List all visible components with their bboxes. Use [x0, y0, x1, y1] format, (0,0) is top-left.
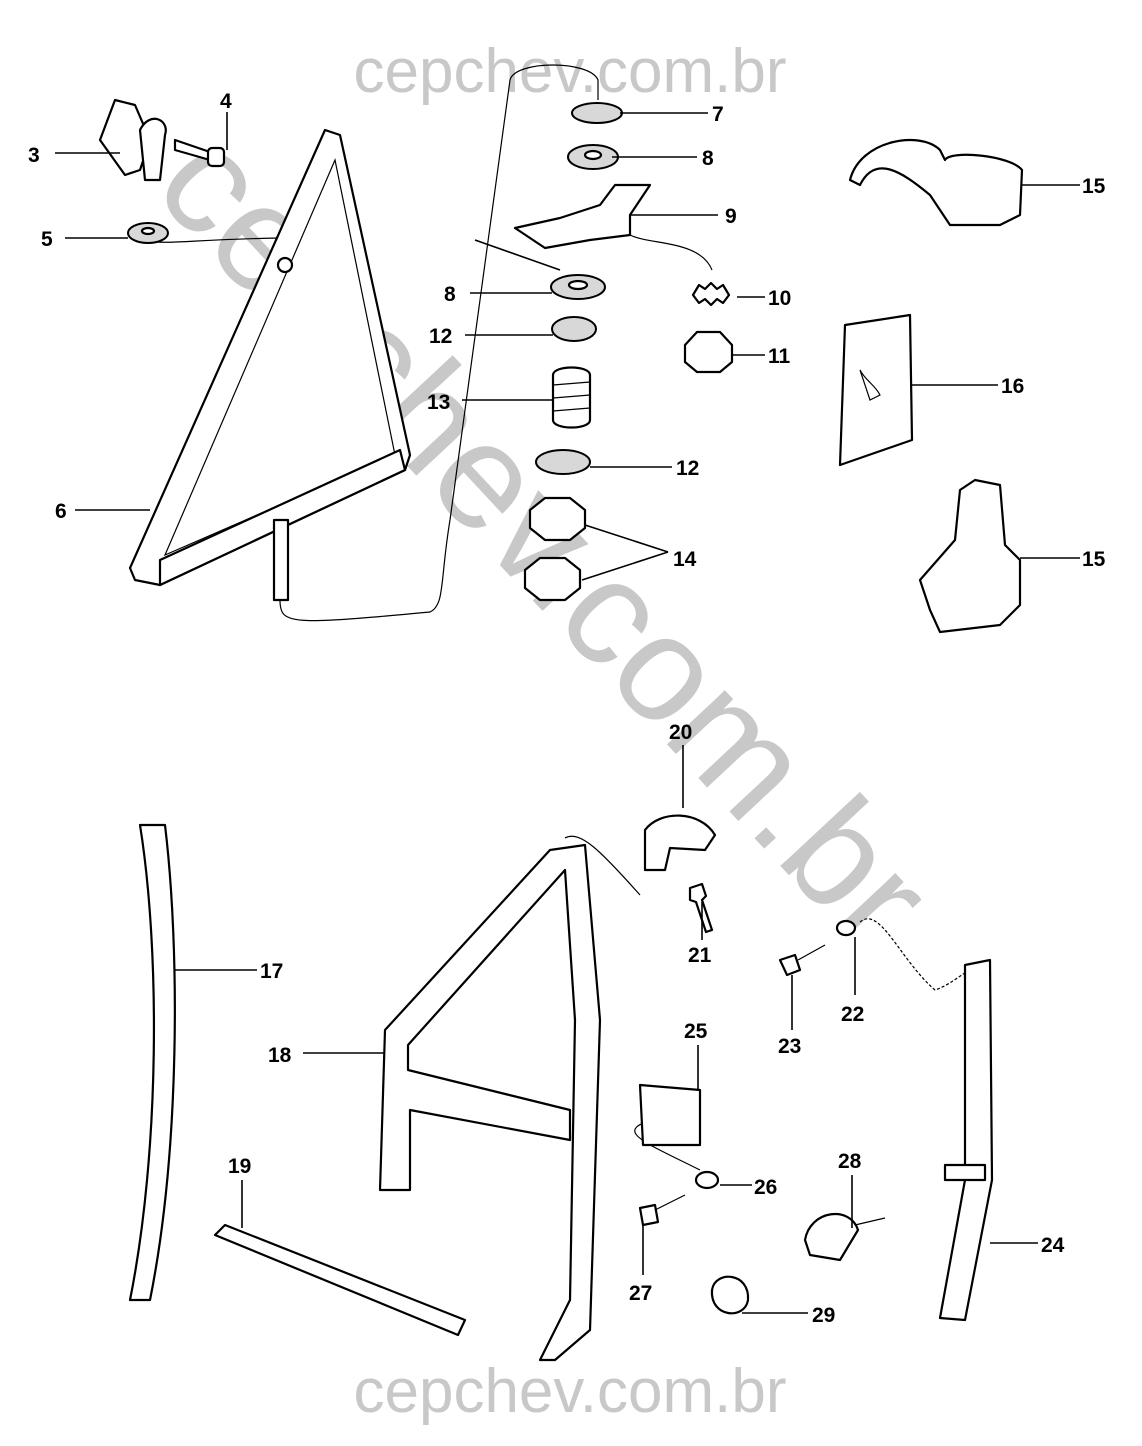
part-door-frame [378, 843, 602, 1362]
connector-line [859, 918, 971, 991]
callout-6: 6 [55, 500, 67, 523]
callout-18: 18 [268, 1044, 292, 1067]
watermark-bottom: cepchev.com.br [353, 1357, 786, 1426]
callout-26: 26 [754, 1176, 777, 1199]
callout-25: 25 [684, 1020, 708, 1043]
callout-4: 4 [220, 90, 232, 113]
callout-7: 7 [712, 103, 724, 126]
callout-17: 17 [260, 960, 283, 983]
callout-5: 5 [41, 228, 53, 251]
callout-29: 29 [812, 1304, 835, 1327]
callout-16: 16 [1001, 375, 1024, 398]
callout-24: 24 [1041, 1234, 1065, 1257]
callout-9: 9 [725, 205, 737, 228]
callout-13: 13 [427, 391, 450, 414]
part-small-hardware [638, 814, 886, 1315]
callout-8: 8 [444, 283, 456, 306]
callout-28: 28 [838, 1150, 862, 1173]
callout-20: 20 [669, 721, 692, 744]
part-weatherstrip [213, 1223, 467, 1337]
callout-12: 12 [676, 457, 699, 480]
callout-3: 3 [28, 144, 40, 167]
part-vent-glass [128, 128, 412, 602]
callout-23: 23 [778, 1035, 801, 1058]
part-run-channel [128, 823, 176, 1302]
part-guide-rail [938, 958, 994, 1322]
callout-11: 11 [768, 345, 791, 368]
callout-8: 8 [702, 147, 714, 170]
callout-12: 12 [429, 325, 452, 348]
leader-lines [55, 112, 1080, 1314]
callout-15: 15 [1082, 548, 1106, 571]
part-hinge-bracket [98, 98, 226, 244]
callout-22: 22 [841, 1003, 864, 1026]
part-handles [838, 138, 1024, 634]
connector-line [564, 835, 641, 896]
connector-line [629, 234, 713, 271]
watermark-top: cepchev.com.br [353, 37, 786, 106]
callout-15: 15 [1082, 175, 1106, 198]
callout-19: 19 [228, 1155, 251, 1178]
connector-line [279, 64, 599, 622]
callout-10: 10 [768, 287, 791, 310]
callout-21: 21 [688, 944, 712, 967]
callout-14: 14 [673, 548, 697, 571]
callout-27: 27 [629, 1282, 652, 1305]
part-pivot-stack [513, 102, 734, 602]
